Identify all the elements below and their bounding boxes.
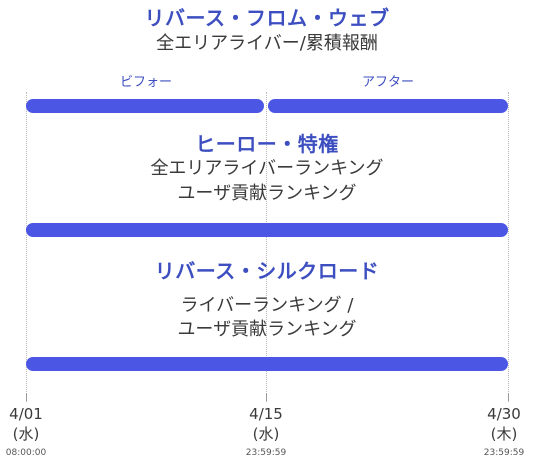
timeline-end-time: 23:59:59 — [483, 448, 525, 458]
event-3-line-1: ライバーランキング / — [180, 295, 354, 316]
event-1-title: リバース・フロム・ウェブ — [144, 6, 390, 30]
bar-event-2 — [26, 223, 508, 237]
guide-line-end — [508, 92, 509, 402]
timeline-mid-date: 4/15 — [249, 405, 283, 423]
tick-mid — [266, 393, 267, 401]
bar-after-phase — [268, 99, 508, 113]
guide-line-mid — [266, 92, 267, 402]
event-3-title: リバース・シルクロード — [154, 259, 380, 283]
timeline-start-time: 08:00:00 — [5, 448, 47, 458]
bar-before-phase — [26, 99, 264, 113]
tick-end — [508, 393, 509, 401]
timeline-mid-time: 23:59:59 — [245, 448, 287, 458]
guide-line-start — [26, 92, 27, 402]
phase-after-label: アフター — [361, 75, 414, 90]
timeline-mid-day: (水) — [252, 425, 280, 443]
timeline-end-day: (木) — [490, 425, 518, 443]
event-2-line-1: 全エリアライバーランキング — [150, 158, 384, 179]
timeline-end-date: 4/30 — [487, 405, 521, 423]
bar-event-3 — [26, 357, 508, 371]
event-1-description: 全エリアライバー/累積報酬 — [156, 33, 378, 54]
timeline-start-date: 4/01 — [9, 405, 43, 423]
event-2-line-2: ユーザ貢献ランキング — [177, 183, 357, 204]
event-2-title: ヒーロー・特権 — [195, 132, 339, 156]
event-3-line-2: ユーザ貢献ランキング — [177, 319, 357, 340]
tick-start — [26, 393, 27, 401]
timeline-start-day: (水) — [12, 425, 40, 443]
phase-before-label: ビフォー — [119, 75, 172, 90]
